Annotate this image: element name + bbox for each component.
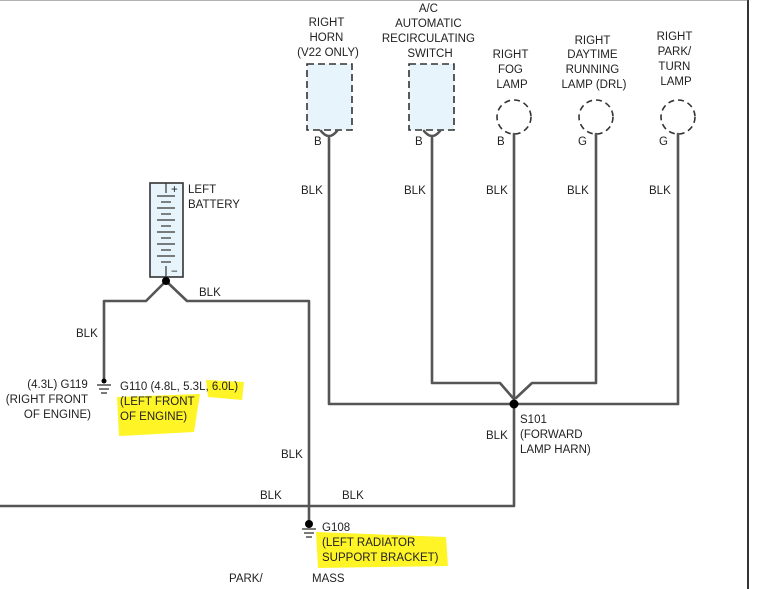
wire-label-battery-right: BLK bbox=[199, 287, 221, 299]
wire-label-s101-down: BLK bbox=[486, 430, 508, 442]
g110-ground-icon bbox=[97, 378, 111, 394]
ac-switch-connector bbox=[422, 129, 442, 138]
park-lamp-pin: G bbox=[659, 136, 668, 148]
bottom-label-park: PARK/ bbox=[229, 573, 263, 585]
highlight-g108-location bbox=[316, 532, 448, 568]
highlight-g110-location bbox=[117, 394, 200, 436]
g119-label: (4.3L) G119 (RIGHT FRONT OF ENGINE) bbox=[6, 379, 91, 421]
battery-label: LEFT BATTERY bbox=[188, 184, 240, 211]
s101-splice-dot bbox=[509, 399, 519, 409]
fog-lamp-pin: B bbox=[497, 136, 505, 148]
battery-cells bbox=[157, 195, 175, 263]
battery-minus-sign: − bbox=[171, 266, 178, 278]
g110-label: G110 (4.8L, 5.3L, 6.0L) (LEFT FRONT OF E… bbox=[120, 381, 241, 423]
ac-switch-box bbox=[408, 63, 455, 131]
fog-lamp-label: RIGHT FOG LAMP bbox=[493, 49, 532, 91]
horn-label: RIGHT HORN (V22 ONLY) bbox=[297, 17, 359, 59]
wire-label-horn: BLK bbox=[301, 185, 323, 197]
drl-lamp-bulb bbox=[578, 99, 614, 135]
right-park-turn-lamp: RIGHT PARK/ TURN LAMP G bbox=[657, 31, 696, 148]
park-lamp-label: RIGHT PARK/ TURN LAMP bbox=[657, 31, 696, 88]
battery-plus-sign: + bbox=[171, 184, 178, 196]
right-horn: RIGHT HORN (V22 ONLY) B bbox=[297, 17, 359, 148]
g108-ground-icon bbox=[302, 528, 316, 538]
bottom-label-mass: MASS bbox=[312, 573, 345, 585]
wire-labels: BLK BLK BLK BLK BLK BLK BLK BLK BLK BLK … bbox=[76, 185, 671, 502]
wire-label-down-g108: BLK bbox=[281, 449, 303, 461]
horn-connector bbox=[319, 129, 339, 138]
wires bbox=[0, 132, 680, 526]
drl-lamp-pin: G bbox=[578, 136, 587, 148]
battery-junction-dot bbox=[162, 277, 170, 285]
wire-label-park: BLK bbox=[649, 185, 671, 197]
wire-ground-bus bbox=[327, 132, 680, 406]
wire-label-s101-g108: BLK bbox=[342, 490, 364, 502]
wire-ac-switch bbox=[430, 136, 515, 400]
horn-pin: B bbox=[314, 136, 322, 148]
park-lamp-bulb bbox=[660, 99, 696, 135]
wire-label-ac: BLK bbox=[404, 185, 426, 197]
battery-box bbox=[149, 182, 184, 278]
highlight-6-0l bbox=[206, 380, 244, 400]
wire-label-battery-left: BLK bbox=[76, 328, 98, 340]
wire-label-drl: BLK bbox=[567, 185, 589, 197]
ac-switch-label: A/C AUTOMATIC RECIRCULATING SWITCH bbox=[382, 3, 478, 60]
g108-junction-dot bbox=[305, 520, 313, 528]
ac-switch-pin: B bbox=[415, 136, 423, 148]
wire-label-fog: BLK bbox=[486, 185, 508, 197]
wire-battery-to-g110 bbox=[102, 279, 168, 380]
right-fog-lamp: RIGHT FOG LAMP B bbox=[493, 49, 532, 148]
drl-lamp-label: RIGHT DAYTIME RUNNING LAMP (DRL) bbox=[562, 35, 627, 91]
s101-label: S101 (FORWARD LAMP HARN) bbox=[520, 414, 591, 456]
wire-label-left-g108: BLK bbox=[260, 490, 282, 502]
right-drl-lamp: RIGHT DAYTIME RUNNING LAMP (DRL) G bbox=[562, 35, 627, 148]
ac-recirculating-switch: A/C AUTOMATIC RECIRCULATING SWITCH B bbox=[382, 3, 478, 148]
g108-label: G108 (LEFT RADIATOR SUPPORT BRACKET) bbox=[322, 522, 439, 564]
wire-drl-lamp bbox=[514, 132, 598, 400]
fog-lamp-bulb bbox=[496, 99, 532, 135]
left-battery: + − LEFT BATTERY bbox=[149, 182, 240, 278]
wire-battery-to-g108 bbox=[164, 279, 311, 526]
horn-box bbox=[306, 63, 353, 131]
highlights bbox=[117, 380, 448, 568]
wire-s101-to-g108 bbox=[308, 402, 516, 508]
